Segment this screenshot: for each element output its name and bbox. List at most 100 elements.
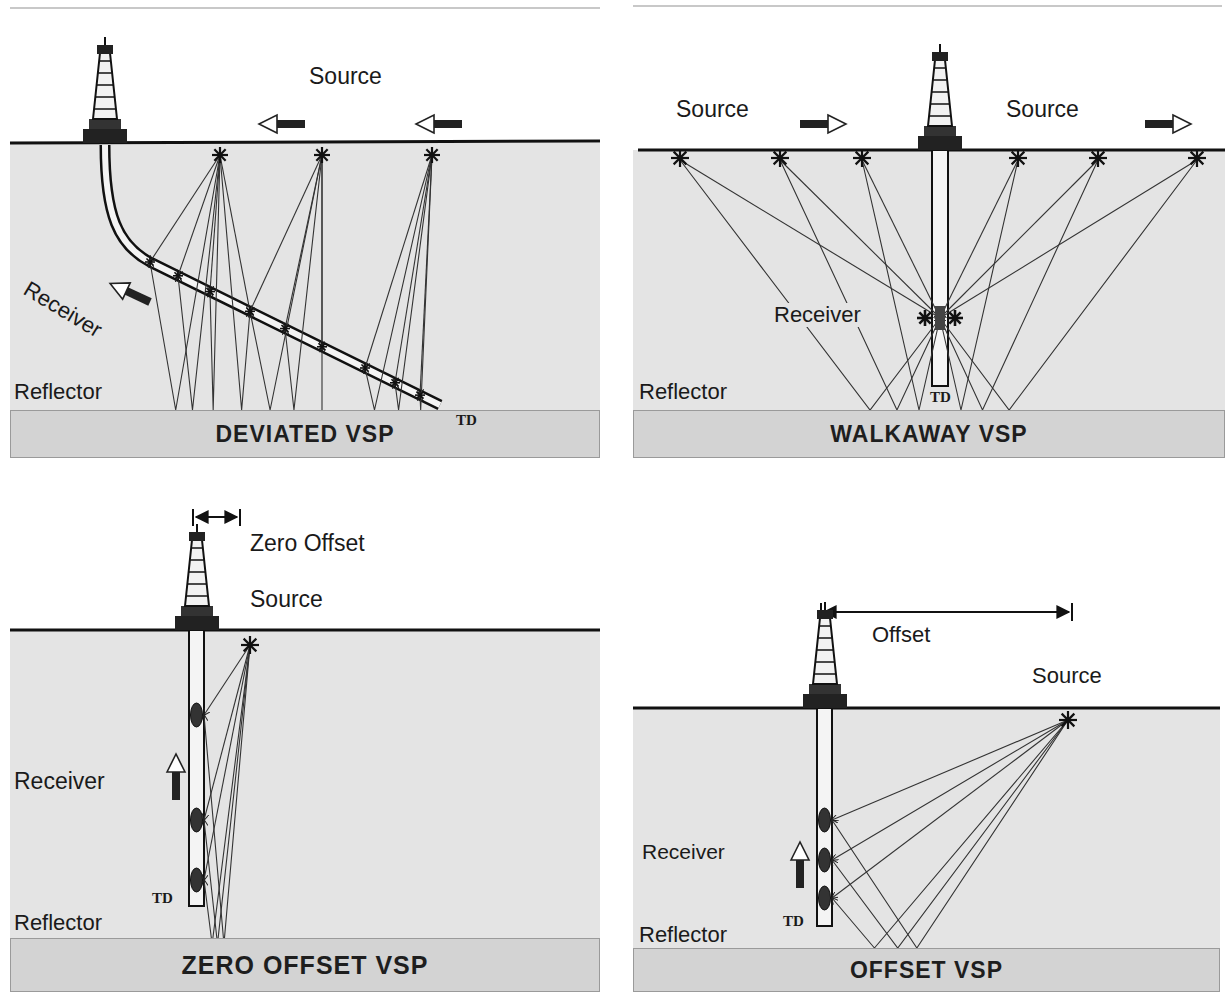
direction-arrow (1145, 115, 1191, 133)
ray-path (832, 720, 1068, 860)
text-label: Source (1004, 97, 1081, 122)
ray-path (210, 155, 220, 410)
receiver-tool (191, 703, 203, 727)
ray-path (250, 155, 322, 311)
receiver-tool (819, 808, 831, 832)
offset-dimension (193, 509, 1072, 621)
drilling-rig (83, 37, 127, 143)
source-star (390, 378, 400, 388)
source-star (145, 257, 155, 267)
ray-path (680, 160, 940, 318)
source-star (415, 390, 425, 400)
ray-path (321, 155, 322, 410)
ray-path (365, 155, 432, 410)
symbols (83, 37, 1206, 910)
receiver-tool (191, 808, 203, 832)
ray-path (204, 645, 250, 820)
ray-path (832, 720, 1068, 820)
ray-path (940, 160, 1098, 410)
source-star (771, 149, 789, 167)
ray-path (780, 160, 940, 318)
source-star (241, 636, 259, 654)
ray-path (285, 155, 322, 410)
ray-path (204, 645, 250, 880)
source-star (280, 324, 290, 334)
ray-path (680, 160, 940, 410)
ray-path (204, 645, 250, 944)
direction-arrow (416, 115, 462, 133)
source-star (1188, 149, 1206, 167)
vertical-well (189, 630, 204, 906)
ground (633, 708, 1220, 948)
text-label: Source (1030, 664, 1104, 688)
ray-path (862, 160, 940, 318)
panel-title: ZERO OFFSET VSP (182, 951, 429, 980)
ray-path (832, 720, 1068, 898)
source-star (947, 310, 963, 326)
ground (10, 630, 600, 938)
source-star (173, 271, 183, 281)
panel-title: WALKAWAY VSP (830, 421, 1027, 448)
deviated-well (105, 145, 440, 405)
reflector-band: ZERO OFFSET VSP (10, 938, 600, 992)
source-star (360, 363, 370, 373)
ground (633, 150, 1225, 410)
drilling-rig (918, 44, 962, 150)
source-star (671, 149, 689, 167)
ray-path (940, 160, 1098, 318)
direction-arrow (167, 754, 185, 800)
direction-arrow (791, 842, 809, 888)
source-star (245, 306, 255, 316)
ray-path (220, 155, 250, 311)
ground (10, 143, 600, 410)
text-label: Receiver (12, 769, 107, 794)
ray-path (220, 155, 250, 410)
reflector-band: OFFSET VSP (633, 948, 1220, 992)
ray-path (780, 160, 940, 410)
vertical-well (932, 150, 948, 386)
ray-path (862, 160, 940, 410)
direction-arrow (800, 115, 846, 133)
depth-marker: TD (781, 913, 806, 930)
ray-path (285, 155, 322, 329)
ray-path (940, 160, 1018, 410)
ray-paths (150, 155, 1197, 948)
panel-title: DEVIATED VSP (216, 421, 395, 448)
ray-path (832, 720, 1068, 948)
source-star (1089, 149, 1107, 167)
source-star (1059, 711, 1077, 729)
receiver-tool (819, 848, 831, 872)
ray-path (420, 155, 432, 410)
text-label: Receiver (640, 840, 727, 863)
text-label: Reflector (12, 911, 104, 935)
source-star (917, 310, 933, 326)
receiver-tool (819, 886, 831, 910)
depth-marker: TD (928, 389, 953, 406)
direction-arrow (259, 115, 305, 133)
text-label: Source (248, 587, 325, 612)
text-label: Reflector (637, 380, 729, 404)
source-star (205, 287, 215, 297)
source-star (314, 147, 330, 163)
source-star (212, 147, 228, 163)
ray-path (250, 155, 322, 410)
drilling-rig (175, 524, 219, 630)
direction-arrow (106, 275, 153, 310)
deviated-well (105, 145, 440, 405)
ray-path (150, 155, 220, 262)
source-star (1009, 149, 1027, 167)
vertical-well (817, 708, 832, 926)
ray-path (940, 160, 1197, 318)
panel-title: OFFSET VSP (850, 957, 1003, 984)
ray-path (204, 645, 250, 944)
separator (10, 7, 600, 9)
ray-path (832, 720, 1068, 948)
text-label: Source (674, 97, 751, 122)
text-label: Source (307, 64, 384, 89)
ray-path (178, 155, 220, 410)
ray-path (395, 155, 432, 410)
text-label: Zero Offset (248, 531, 367, 556)
depth-marker: TD (150, 890, 175, 907)
